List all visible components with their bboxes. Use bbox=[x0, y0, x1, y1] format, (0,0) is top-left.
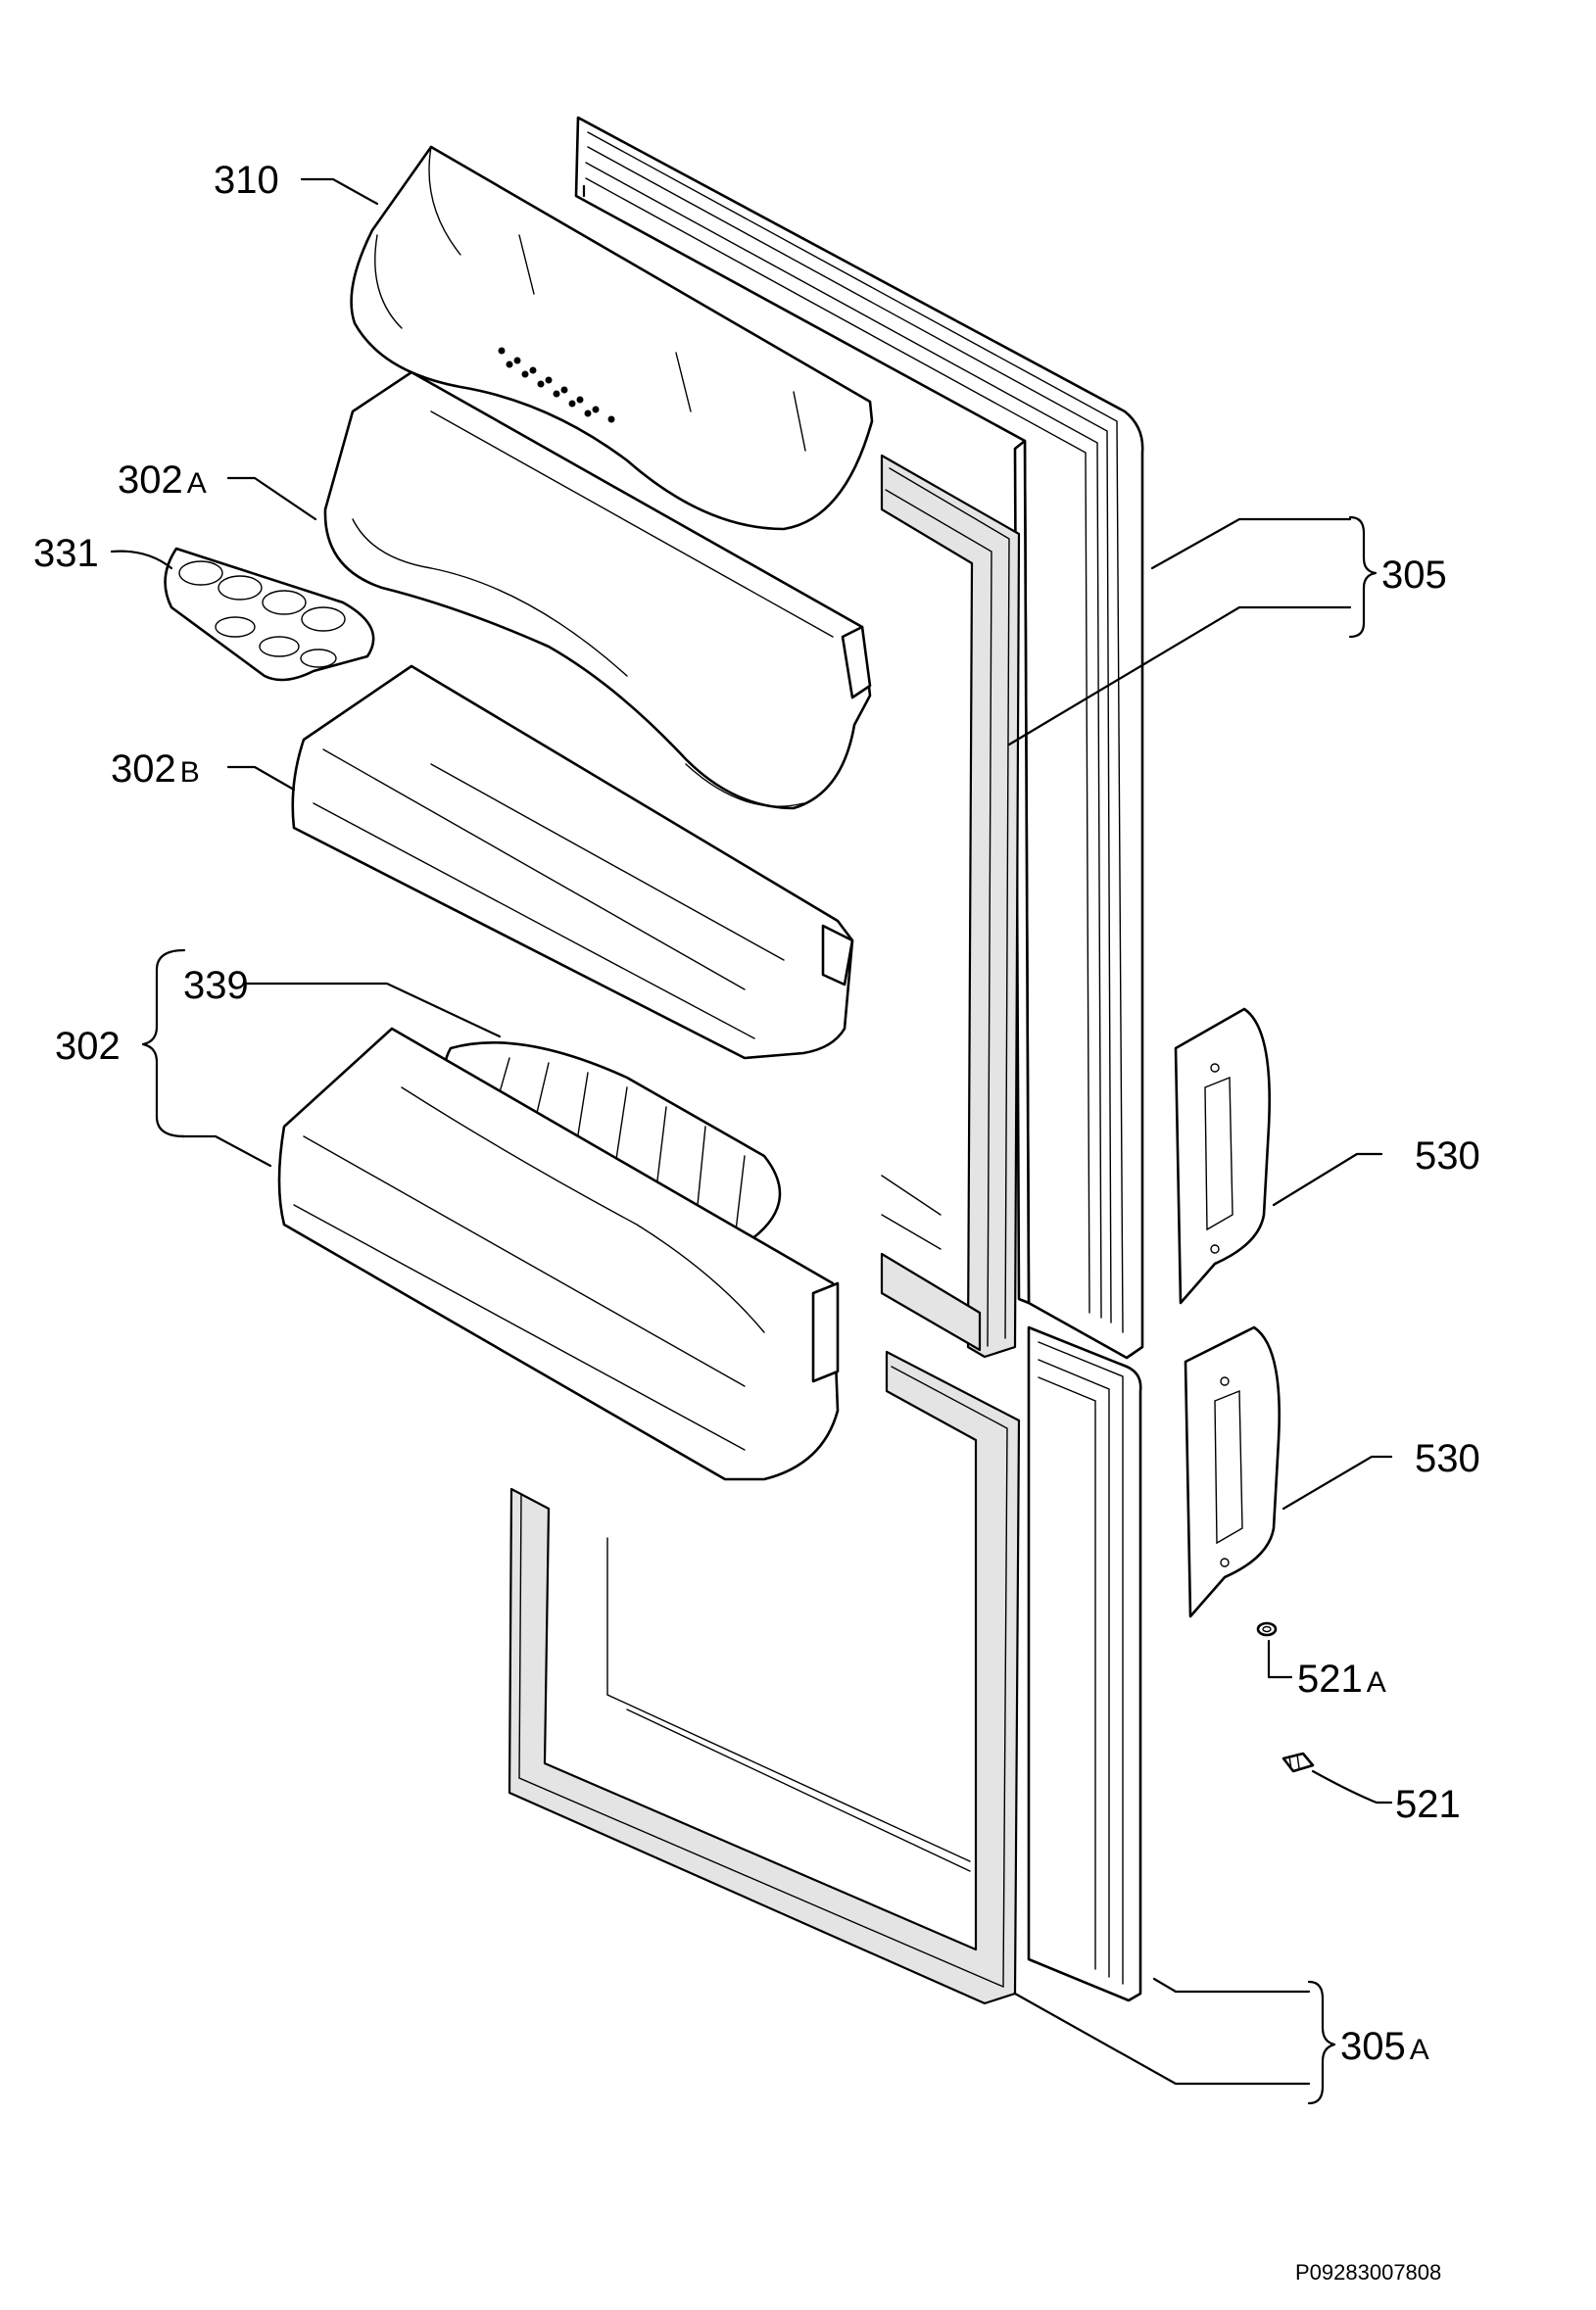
document-code: P09283007808 bbox=[1295, 2260, 1441, 2285]
lower-handle-part bbox=[1184, 1325, 1281, 1618]
vent-holes bbox=[498, 347, 615, 423]
label-521: 521 bbox=[1395, 1783, 1461, 1826]
hinge-pin-part bbox=[1282, 1752, 1315, 1773]
upper-door-panel bbox=[574, 116, 1144, 1360]
shelf-cover-part bbox=[350, 145, 874, 531]
shelf-a-part bbox=[323, 370, 872, 810]
lower-door-gasket bbox=[508, 1350, 1021, 2005]
label-310: 310 bbox=[214, 159, 279, 202]
leader-lines bbox=[110, 177, 1393, 2086]
egg-tray-part bbox=[164, 547, 375, 682]
washer-part bbox=[1256, 1621, 1278, 1637]
label-302: 302 bbox=[55, 1025, 121, 1068]
label-530-upper: 530 bbox=[1415, 1134, 1480, 1178]
brace-305 bbox=[1348, 515, 1378, 639]
label-305: 305 bbox=[1381, 553, 1447, 597]
label-331: 331 bbox=[33, 532, 99, 575]
upper-door-gasket bbox=[880, 454, 1021, 1359]
brace-305a bbox=[1307, 1980, 1336, 2105]
label-530-lower: 530 bbox=[1415, 1437, 1480, 1480]
lower-door-panel bbox=[1027, 1325, 1142, 2002]
upper-handle-part bbox=[1174, 1007, 1271, 1305]
bottom-shelf-part bbox=[277, 1027, 840, 1481]
brace-302 bbox=[141, 948, 186, 1138]
shelf-b-part bbox=[291, 664, 854, 1060]
label-339: 339 bbox=[183, 964, 249, 1007]
